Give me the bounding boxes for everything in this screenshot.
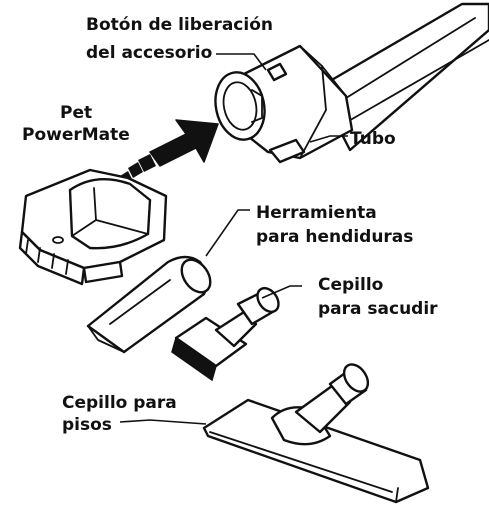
insertion-arrow (120, 119, 219, 184)
label-release-button-line2: del accesorio (86, 43, 212, 63)
dusting-brush (171, 286, 280, 382)
label-pet-powermate-line1: Pet (60, 103, 92, 123)
label-dusting-brush: Cepillo para sacudir (318, 275, 438, 319)
label-crevice-tool-line1: Herramienta (256, 203, 377, 223)
label-floor-brush: Cepillo para pisos (62, 393, 177, 435)
leader-lines (119, 53, 348, 425)
label-release-button: Botón de liberación del accesorio (86, 15, 273, 63)
label-pet-powermate-line2: PowerMate (22, 125, 130, 145)
label-tube: Tubo (350, 129, 396, 149)
label-dusting-brush-line1: Cepillo (318, 275, 383, 295)
label-pet-powermate: Pet PowerMate (22, 103, 130, 145)
label-crevice-tool-line2: para hendiduras (256, 227, 413, 247)
label-floor-brush-line2: pisos (62, 415, 112, 435)
floor-brush (202, 363, 430, 504)
label-release-button-line1: Botón de liberación (86, 15, 273, 35)
label-floor-brush-line1: Cepillo para (62, 393, 177, 413)
crevice-tool (86, 255, 212, 354)
tube (214, 2, 489, 164)
release-button (266, 62, 288, 82)
pet-powermate (18, 168, 168, 286)
label-dusting-brush-line2: para sacudir (318, 299, 438, 319)
label-crevice-tool: Herramienta para hendiduras (256, 203, 413, 247)
